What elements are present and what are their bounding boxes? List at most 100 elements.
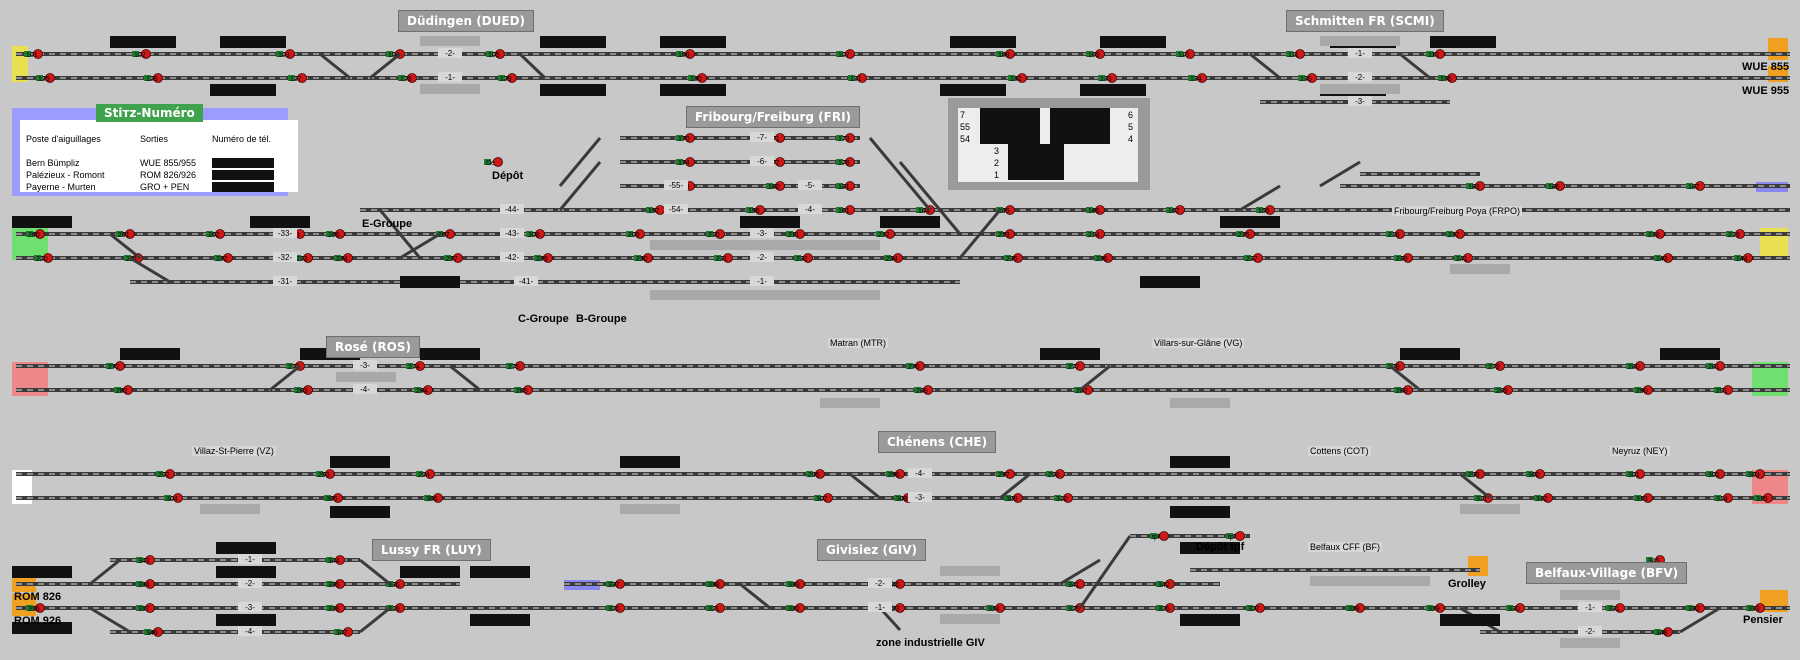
crossover[interactable] xyxy=(518,52,547,80)
signal-286[interactable] xyxy=(923,385,933,395)
block-indicator[interactable] xyxy=(620,456,680,468)
crossover[interactable] xyxy=(399,232,441,260)
signal-296[interactable] xyxy=(895,469,905,479)
signal-234[interactable] xyxy=(893,253,903,263)
signal-111[interactable] xyxy=(1295,49,1305,59)
crossover[interactable] xyxy=(868,137,932,211)
route-block-right[interactable] xyxy=(1050,108,1110,144)
crossover[interactable] xyxy=(1239,184,1281,212)
signal-224[interactable] xyxy=(343,253,353,263)
block-indicator[interactable] xyxy=(12,216,72,228)
signal-333[interactable] xyxy=(1755,603,1765,613)
signal-343[interactable] xyxy=(145,555,155,565)
signal-288[interactable] xyxy=(1403,385,1413,395)
crossover[interactable] xyxy=(109,232,141,260)
signal-334[interactable] xyxy=(145,579,155,589)
signal-243[interactable] xyxy=(1663,253,1673,263)
block-indicator[interactable] xyxy=(420,348,480,360)
signal-109[interactable] xyxy=(1095,49,1105,59)
block-indicator[interactable] xyxy=(216,614,276,626)
route-block-mid[interactable] xyxy=(1008,144,1064,180)
block-indicator[interactable] xyxy=(220,36,286,48)
signal-330[interactable] xyxy=(1515,603,1525,613)
block-indicator[interactable] xyxy=(880,216,940,228)
signal-101[interactable] xyxy=(33,49,43,59)
signal-Dé[interactable] xyxy=(493,157,503,167)
signal-279[interactable] xyxy=(1495,361,1505,371)
block-indicator[interactable] xyxy=(250,216,310,228)
signal-298[interactable] xyxy=(1055,469,1065,479)
signal-312[interactable] xyxy=(1543,493,1553,503)
signal-280[interactable] xyxy=(1635,361,1645,371)
signal-297[interactable] xyxy=(1005,469,1015,479)
signal-173[interactable] xyxy=(845,133,855,143)
block-indicator[interactable] xyxy=(110,36,176,48)
block-indicator[interactable] xyxy=(330,456,390,468)
signal-326[interactable] xyxy=(1165,603,1175,613)
crossover[interactable] xyxy=(269,364,301,392)
crossover[interactable] xyxy=(739,582,771,610)
signal-133[interactable] xyxy=(1107,73,1117,83)
signal-235[interactable] xyxy=(1013,253,1023,263)
signal-112[interactable] xyxy=(1435,49,1445,59)
block-indicator[interactable] xyxy=(330,506,390,518)
signal-130[interactable] xyxy=(697,73,707,83)
signal-290[interactable] xyxy=(1643,385,1653,395)
crossover[interactable] xyxy=(449,364,481,392)
signal-289[interactable] xyxy=(1503,385,1513,395)
crossover[interactable] xyxy=(1078,535,1132,609)
block-indicator[interactable] xyxy=(210,84,276,96)
signal-223[interactable] xyxy=(303,253,313,263)
signal-214[interactable] xyxy=(1095,229,1105,239)
signal-200[interactable] xyxy=(35,229,45,239)
signal-321[interactable] xyxy=(715,603,725,613)
block-indicator[interactable] xyxy=(1140,276,1200,288)
signal-125[interactable] xyxy=(45,73,55,83)
signal-127[interactable] xyxy=(297,73,307,83)
signal-317[interactable] xyxy=(145,603,155,613)
signal-294[interactable] xyxy=(425,469,435,479)
block-indicator[interactable] xyxy=(740,216,800,228)
signal-237[interactable] xyxy=(1253,253,1263,263)
signal-213[interactable] xyxy=(1005,229,1015,239)
signal-324[interactable] xyxy=(995,603,1005,613)
signal-132[interactable] xyxy=(1017,73,1027,83)
signal-336[interactable] xyxy=(395,579,405,589)
signal-285[interactable] xyxy=(523,385,533,395)
signal-177[interactable] xyxy=(775,157,785,167)
signal-128[interactable] xyxy=(407,73,417,83)
signal-348[interactable] xyxy=(1663,627,1673,637)
crossover[interactable] xyxy=(1249,52,1281,80)
block-indicator[interactable] xyxy=(1180,614,1240,626)
block-indicator[interactable] xyxy=(400,276,460,288)
signal-304[interactable] xyxy=(173,493,183,503)
signal-210[interactable] xyxy=(715,229,725,239)
signal-300[interactable] xyxy=(1535,469,1545,479)
signal-236[interactable] xyxy=(1103,253,1113,263)
signal-166[interactable] xyxy=(1095,205,1105,215)
signal-178[interactable] xyxy=(845,157,855,167)
signal-277[interactable] xyxy=(1075,361,1085,371)
signal-174[interactable] xyxy=(685,157,695,167)
block-indicator[interactable] xyxy=(660,84,726,96)
block-indicator[interactable] xyxy=(216,542,276,554)
signal-202[interactable] xyxy=(215,229,225,239)
signal-284[interactable] xyxy=(423,385,433,395)
crossover[interactable] xyxy=(1679,606,1721,634)
block-indicator[interactable] xyxy=(12,566,72,578)
crossover[interactable] xyxy=(129,256,171,284)
signal-206[interactable] xyxy=(335,229,345,239)
block-indicator[interactable] xyxy=(1100,36,1166,48)
signal-158[interactable] xyxy=(755,205,765,215)
signal-tpf[interactable] xyxy=(1235,531,1245,541)
signal-295[interactable] xyxy=(815,469,825,479)
block-indicator[interactable] xyxy=(940,84,1006,96)
signal-131[interactable] xyxy=(857,73,867,83)
signal-220[interactable] xyxy=(43,253,53,263)
crossover[interactable] xyxy=(319,52,351,80)
crossover[interactable] xyxy=(1319,160,1361,188)
block-indicator[interactable] xyxy=(216,566,276,578)
signal-110[interactable] xyxy=(1185,49,1195,59)
signal-340[interactable] xyxy=(895,579,905,589)
signal-276[interactable] xyxy=(915,361,925,371)
